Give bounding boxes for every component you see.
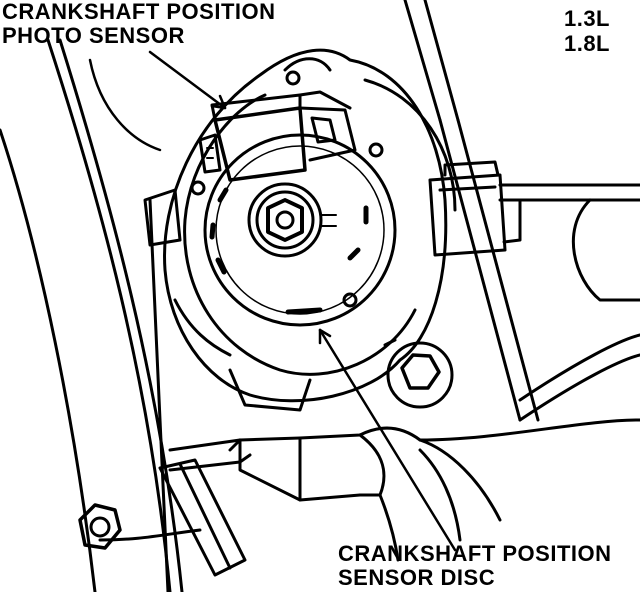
photo-sensor-label-line2: PHOTO SENSOR xyxy=(2,23,185,48)
background-pipes xyxy=(403,0,640,442)
engine-size-label: 1.3L 1.8L xyxy=(564,6,610,56)
leader-lines xyxy=(88,50,457,552)
crankshaft-hub xyxy=(247,182,337,258)
sensor-disc-label: CRANKSHAFT POSITION SENSOR DISC xyxy=(338,542,612,590)
photo-sensor-label: CRANKSHAFT POSITION PHOTO SENSOR xyxy=(2,0,276,48)
sensor-disc-label-line2: SENSOR DISC xyxy=(338,565,496,590)
frame-bolt xyxy=(78,503,122,550)
sensor-disc-label-line1: CRANKSHAFT POSITION xyxy=(338,541,612,566)
sensor-housing xyxy=(143,48,457,412)
photo-sensor-module xyxy=(198,90,357,182)
engine-size-1: 1.3L xyxy=(563,6,610,31)
photo-sensor-label-line1: CRANKSHAFT POSITION xyxy=(2,0,276,24)
sensor-disc xyxy=(190,133,397,327)
connector xyxy=(428,160,522,257)
engine-size-2: 1.8L xyxy=(563,31,610,56)
mounting-bolt xyxy=(383,338,454,409)
